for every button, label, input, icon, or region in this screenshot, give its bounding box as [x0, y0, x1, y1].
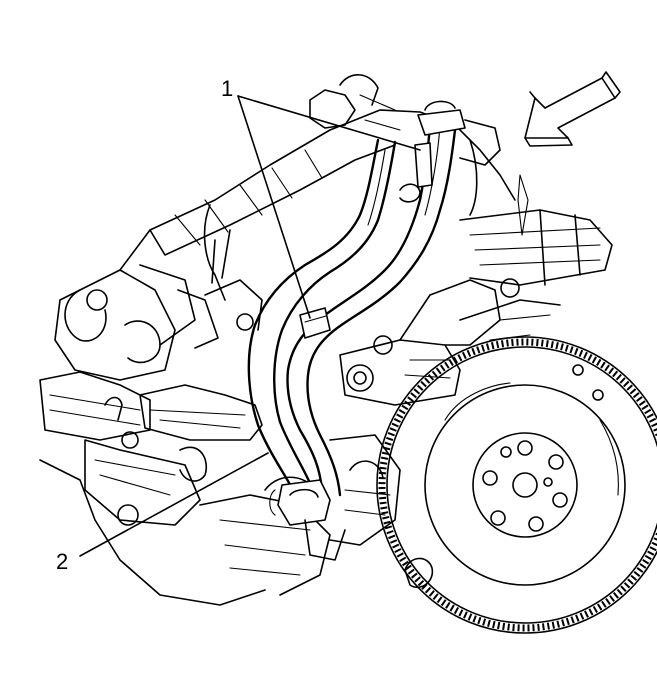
callout-2: 2	[56, 549, 68, 574]
heater-hose-assembly	[247, 100, 466, 561]
callout-leaders	[79, 95, 421, 557]
callout-1: 1	[221, 76, 233, 101]
direction-arrow-icon	[524, 71, 621, 147]
flexplate	[376, 336, 657, 634]
engine-block	[39, 74, 613, 606]
